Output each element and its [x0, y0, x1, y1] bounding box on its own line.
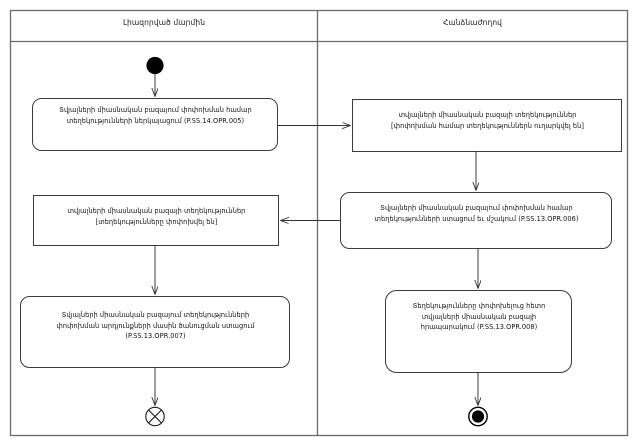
object-sent-line-1: տվյալների միասնական բազայի տեղեկությունն…	[398, 111, 577, 119]
activity-opr-007-line-1: Տվյալների միասնական բազայում տեղեկությու…	[61, 311, 250, 319]
object-node-changed-label: տվյալների միասնական բազայի տեղեկությունն…	[34, 206, 279, 227]
object-changed-line-2: [տեղեկությունները փոփոխվել են]	[95, 217, 218, 226]
object-sent-line-2: [փոփոխման համար տեղեկություններն ուղարկվ…	[391, 121, 584, 130]
activity-opr-005-line-2: տեղեկությունների ներկայացում (P.SS.14.OP…	[66, 116, 245, 125]
flow-final-cross-2	[148, 409, 162, 424]
object-node-sent-label: տվյալների միասնական բազայի տեղեկությունն…	[353, 110, 622, 131]
object-node-sent	[352, 99, 622, 152]
activity-node-opr-006-label: Տվյալների միասնական բազայում փոփոխման հա…	[341, 203, 612, 224]
object-node-changed	[33, 195, 279, 246]
activity-node-opr-005-label: Տվյալների միասնական բազայում փոփոխման հա…	[33, 105, 278, 126]
activity-opr-007-line-2: փոփոխման արդյունքների մասին ծանուցման ստ…	[56, 321, 255, 330]
lane-title-left: Լիազորված մարմին	[122, 18, 206, 27]
activity-opr-005-line-1: Տվյալների միասնական բազայում փոփոխման հա…	[59, 106, 252, 114]
initial-node	[146, 56, 164, 75]
activity-final-node-core	[471, 410, 485, 423]
activity-node-opr-008	[385, 290, 572, 373]
activity-node-opr-005	[32, 98, 278, 151]
lane-title-right: Հանձնաժողով	[442, 18, 503, 27]
activity-opr-006-line-2: տեղեկությունների ստացում եւ մշակում (P.S…	[374, 214, 579, 223]
activity-opr-006-line-1: Տվյալների միասնական բազայում փոփոխման հա…	[380, 204, 573, 212]
activity-opr-008-line-2: տվյալների միասնական բազայի	[421, 312, 537, 321]
object-changed-line-1: տվյալների միասնական բազայի տեղեկությունն…	[67, 207, 246, 215]
activity-opr-007-line-3: (P.SS.13.OPR.007)	[125, 332, 186, 340]
activity-node-opr-007-label: Տվյալների միասնական բազայում տեղեկությու…	[21, 310, 290, 342]
activity-node-opr-008-label: Տեղեկությունները փոփոխելուց հետո տվյալնե…	[386, 301, 572, 333]
activity-opr-008-line-1: Տեղեկությունները փոփոխելուց հետո	[412, 302, 546, 310]
activity-opr-008-line-3: հրապարակում (P.SS.13.OPR.008)	[420, 323, 538, 331]
